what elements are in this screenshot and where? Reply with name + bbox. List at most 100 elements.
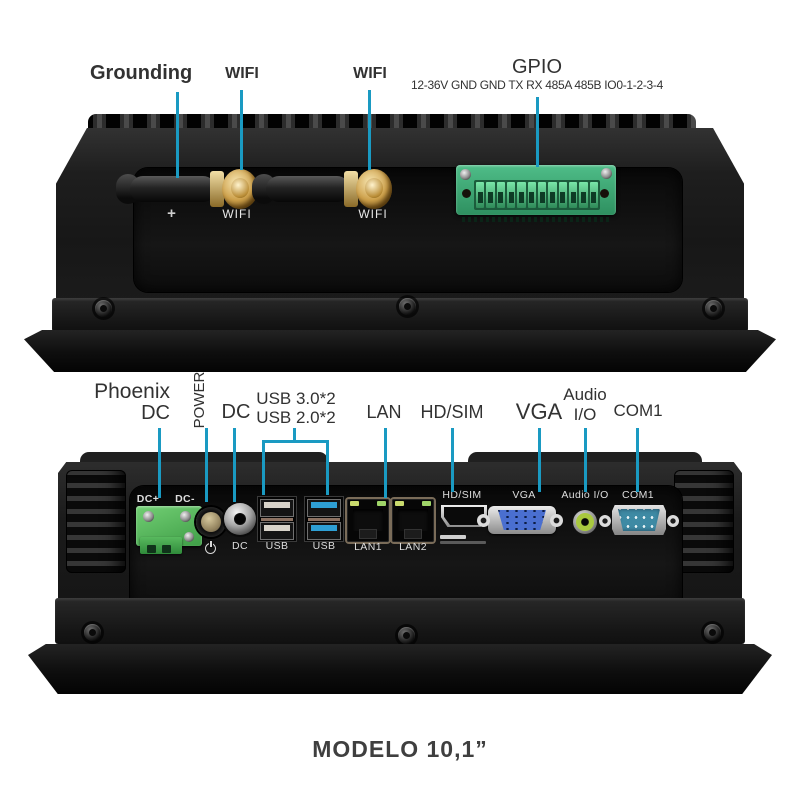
audio-callout-line1: Audio xyxy=(563,385,607,404)
gpio-mount-hole xyxy=(600,189,609,198)
grounding-leader-line xyxy=(176,92,179,178)
usb-leader-stem xyxy=(293,428,296,442)
grounding-mark: + xyxy=(167,205,177,222)
audio-jack-face xyxy=(576,513,594,531)
com-screw-post xyxy=(599,515,611,527)
usb-divider xyxy=(261,518,293,521)
gpio-pin xyxy=(486,182,495,208)
sim-slot-line xyxy=(440,541,486,544)
usb-tongue xyxy=(311,502,337,508)
lan-port-1 xyxy=(347,499,389,542)
dc-callout-label: DC xyxy=(221,401,251,423)
dc-port-label: DC xyxy=(232,540,248,552)
hdsim-leader-line xyxy=(451,428,454,492)
slab-screw xyxy=(84,624,101,641)
usb-tongue xyxy=(264,525,290,531)
antenna-body xyxy=(266,176,350,202)
power-button-cap xyxy=(201,512,221,532)
slab-screw xyxy=(398,627,415,644)
antenna-body xyxy=(130,176,216,202)
top-bezel-lip xyxy=(24,330,776,372)
gpio-pin xyxy=(579,182,588,208)
usb-port xyxy=(260,522,294,540)
dc-plus-label: DC+ xyxy=(136,493,160,505)
lan2-port-label: LAN2 xyxy=(399,541,427,553)
gpio-screw xyxy=(460,169,471,180)
gpio-pin xyxy=(558,182,567,208)
slab-screw xyxy=(705,300,722,317)
sma-connector xyxy=(356,169,392,209)
com1-leader-line xyxy=(636,428,639,492)
lan-port-2 xyxy=(392,499,434,542)
gpio-pin xyxy=(548,182,557,208)
audio-port-label: Audio I/O xyxy=(561,489,609,501)
dc-jack-hole xyxy=(234,513,246,525)
hdsim-callout-label: HD/SIM xyxy=(420,402,484,422)
gpio-pin xyxy=(517,182,526,208)
usb2-port-label: USB xyxy=(265,540,289,552)
vga-screw-post xyxy=(550,514,563,527)
gpio-mount-hole xyxy=(462,189,471,198)
wifi-left-leader-line xyxy=(240,90,243,170)
rj45-opening xyxy=(398,509,428,531)
gpio-pin xyxy=(589,182,598,208)
gpio-pin xyxy=(537,182,547,208)
lan-callout-label: LAN xyxy=(366,402,402,422)
com1-port-label: COM1 xyxy=(622,489,654,501)
com-screw-post xyxy=(667,515,679,527)
dc-minus-label: DC- xyxy=(175,493,195,505)
gpio-leader-line xyxy=(536,97,539,167)
phoenix-leader-line xyxy=(158,428,161,498)
vga-insert xyxy=(498,510,546,530)
rj45-latch xyxy=(404,529,422,539)
phoenix-callout-line2: DC xyxy=(141,402,170,424)
slab-screw xyxy=(704,624,721,641)
antenna-nut xyxy=(344,171,358,207)
gpio-pin xyxy=(476,182,485,208)
phoenix-slot xyxy=(162,545,171,553)
usb3-leader-drop xyxy=(326,440,329,495)
gpio-callout-label: GPIO xyxy=(511,56,562,78)
wifi-right-leader-line xyxy=(368,90,371,170)
hdsim-port-label: HD/SIM xyxy=(442,489,482,501)
vga-callout-label: VGA xyxy=(515,399,563,424)
usb2-ports xyxy=(258,497,296,541)
usb-leader-bar xyxy=(262,440,329,443)
gpio-pinout-label: 12-36V GND GND TX RX 485A 485B IO0-1-2-3… xyxy=(411,78,663,92)
usb-tongue xyxy=(264,502,290,508)
phoenix-screw xyxy=(184,532,194,542)
vga-screw-post xyxy=(477,514,490,527)
heatsink-fins-right xyxy=(674,470,734,573)
vga-leader-line xyxy=(538,428,541,492)
wifi-left-callout-label: WIFI xyxy=(225,65,259,82)
power-callout-label: POWER xyxy=(191,371,208,429)
antenna-nut xyxy=(210,171,224,207)
vga-port-label: VGA xyxy=(512,489,536,501)
audio-callout-line2: I/O xyxy=(573,405,597,424)
slab-screw xyxy=(399,298,416,315)
bottom-bezel-lip xyxy=(28,644,772,694)
lan-led xyxy=(422,501,431,506)
usb2-leader-drop xyxy=(262,440,265,495)
gpio-pin xyxy=(568,182,578,208)
grounding-callout-label: Grounding xyxy=(90,62,193,84)
phoenix-screw xyxy=(143,511,154,522)
rj45-latch xyxy=(359,529,377,539)
lan-led xyxy=(377,501,386,506)
sim-slot xyxy=(440,535,466,539)
usb-port xyxy=(260,499,294,517)
usb3-callout-label: USB 3.0*2 xyxy=(256,389,336,408)
gpio-screw xyxy=(601,168,612,179)
phoenix-callout-line1: Phoenix xyxy=(94,380,170,403)
model-title: MODELO 10,1” xyxy=(312,736,488,762)
heatsink-fins-left xyxy=(66,470,126,573)
wifi-right-callout-label: WIFI xyxy=(353,65,387,82)
gpio-silkscreen-row xyxy=(462,217,610,222)
gpio-pin xyxy=(496,182,505,208)
wifi-silkscreen-right: WIFI xyxy=(358,207,388,221)
usb-tongue xyxy=(311,525,337,531)
power-leader-line xyxy=(205,428,208,502)
usb3-ports xyxy=(305,497,343,541)
phoenix-slot xyxy=(147,545,156,553)
